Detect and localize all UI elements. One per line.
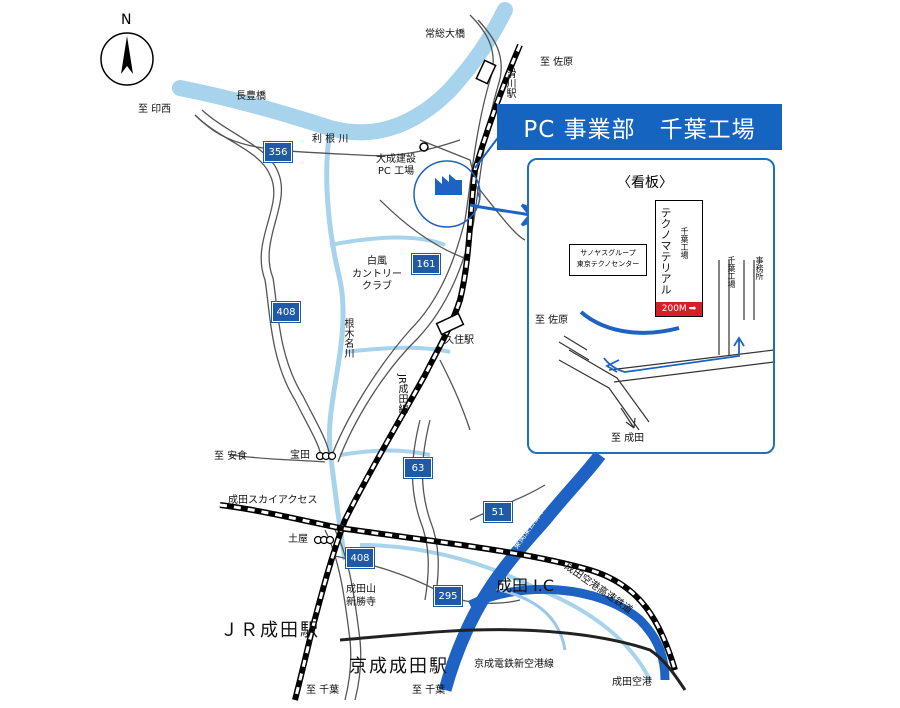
route-shield-408a: 408 xyxy=(272,302,300,322)
inset-map xyxy=(558,260,773,431)
tone-river xyxy=(172,2,513,141)
label-namegawa-station: 滑川駅 xyxy=(504,68,515,98)
factory-marker xyxy=(413,134,501,228)
north-label: N xyxy=(121,12,132,28)
inset-to-sawara: 至 佐原 xyxy=(535,315,569,326)
negina-river xyxy=(324,129,348,561)
railways xyxy=(219,43,687,701)
label-narita-ic: 成田 I.C xyxy=(496,576,555,595)
group-sign-line1: サノヤスグループ xyxy=(580,249,636,257)
label-jr-narita-line: JR成田線 xyxy=(396,374,407,414)
route-shield-63: 63 xyxy=(404,458,432,478)
label-naritasan: 成田山 新勝寺 xyxy=(346,584,376,608)
sign-distance: 200M ➡ xyxy=(656,302,702,316)
label-kuzumi-station: 久住駅 xyxy=(444,335,474,346)
label-hoden: 宝田 xyxy=(290,450,310,461)
label-keisei-line: 京成電鉄新空港線 xyxy=(474,659,554,670)
arrow-right-icon: ➡ xyxy=(688,304,697,314)
label-taisei-pc: 大成建設 PC 工場 xyxy=(376,154,416,177)
label-jr-narita-station: ＪＲ成田駅 xyxy=(220,620,320,641)
taisei-dot xyxy=(419,142,429,152)
route-shield-408b: 408 xyxy=(346,548,374,568)
label-chosei-bridge: 長豊橋 xyxy=(236,91,266,102)
inset-to-narita: 至 成田 xyxy=(611,433,645,444)
label-keisei-narita-station: 京成成田駅 xyxy=(349,656,449,677)
sign-main-text: テクノマテリアル xyxy=(659,207,672,295)
sign-sub-text: 千葉工場 xyxy=(680,227,689,259)
inset-plant-label: 千葉工場 xyxy=(727,256,736,288)
route-shield-356: 356 xyxy=(264,142,292,162)
label-joso-bridge: 常総大橋 xyxy=(425,29,465,40)
sign-distance-text: 200M xyxy=(661,304,687,314)
route-shield-295: 295 xyxy=(434,586,462,606)
sign-panel: テクノマテリアル 千葉工場 200M ➡ xyxy=(655,200,703,317)
hoden-junction xyxy=(315,451,337,461)
route-shield-161: 161 xyxy=(412,254,440,274)
label-sky-access: 成田スカイアクセス xyxy=(228,495,318,506)
namegawa-station-marker xyxy=(475,59,497,85)
group-sign-line2: 東京テクノセンター xyxy=(576,259,640,268)
north-arrow: N xyxy=(98,12,156,92)
label-narita-airport: 成田空港 xyxy=(612,677,652,688)
label-negina-river: 根木名川 xyxy=(342,318,353,358)
label-to-chiba-1: 至 千葉 xyxy=(306,685,340,696)
label-to-sawara-top: 至 佐原 xyxy=(540,57,574,68)
label-to-inzai: 至 印西 xyxy=(138,104,172,115)
label-to-yasuzumi: 至 安食 xyxy=(214,451,248,462)
page-title: PC 事業部 千葉工場 xyxy=(497,104,782,150)
signboard-inset: 〈看板〉 テクノマテリアル 千葉工場 200M ➡ サノヤスグループ 東京テクノ… xyxy=(527,158,775,454)
label-tsuchiya: 土屋 xyxy=(288,534,308,545)
label-tone-river: 利 根 川 xyxy=(312,134,349,145)
inset-office-label: 事務所 xyxy=(755,256,764,280)
label-to-chiba-2: 至 千葉 xyxy=(412,685,446,696)
tsuchiya-junction xyxy=(313,535,335,545)
compass-icon xyxy=(100,32,154,86)
group-sign: サノヤスグループ 東京テクノセンター xyxy=(569,244,647,276)
label-shirakaze-cc: 白風 カントリー クラブ xyxy=(352,256,402,292)
route-shield-51: 51 xyxy=(484,502,512,522)
river-branch xyxy=(329,235,652,681)
kuzumi-station-marker xyxy=(435,312,465,336)
inset-title: 〈看板〉 xyxy=(617,175,673,191)
